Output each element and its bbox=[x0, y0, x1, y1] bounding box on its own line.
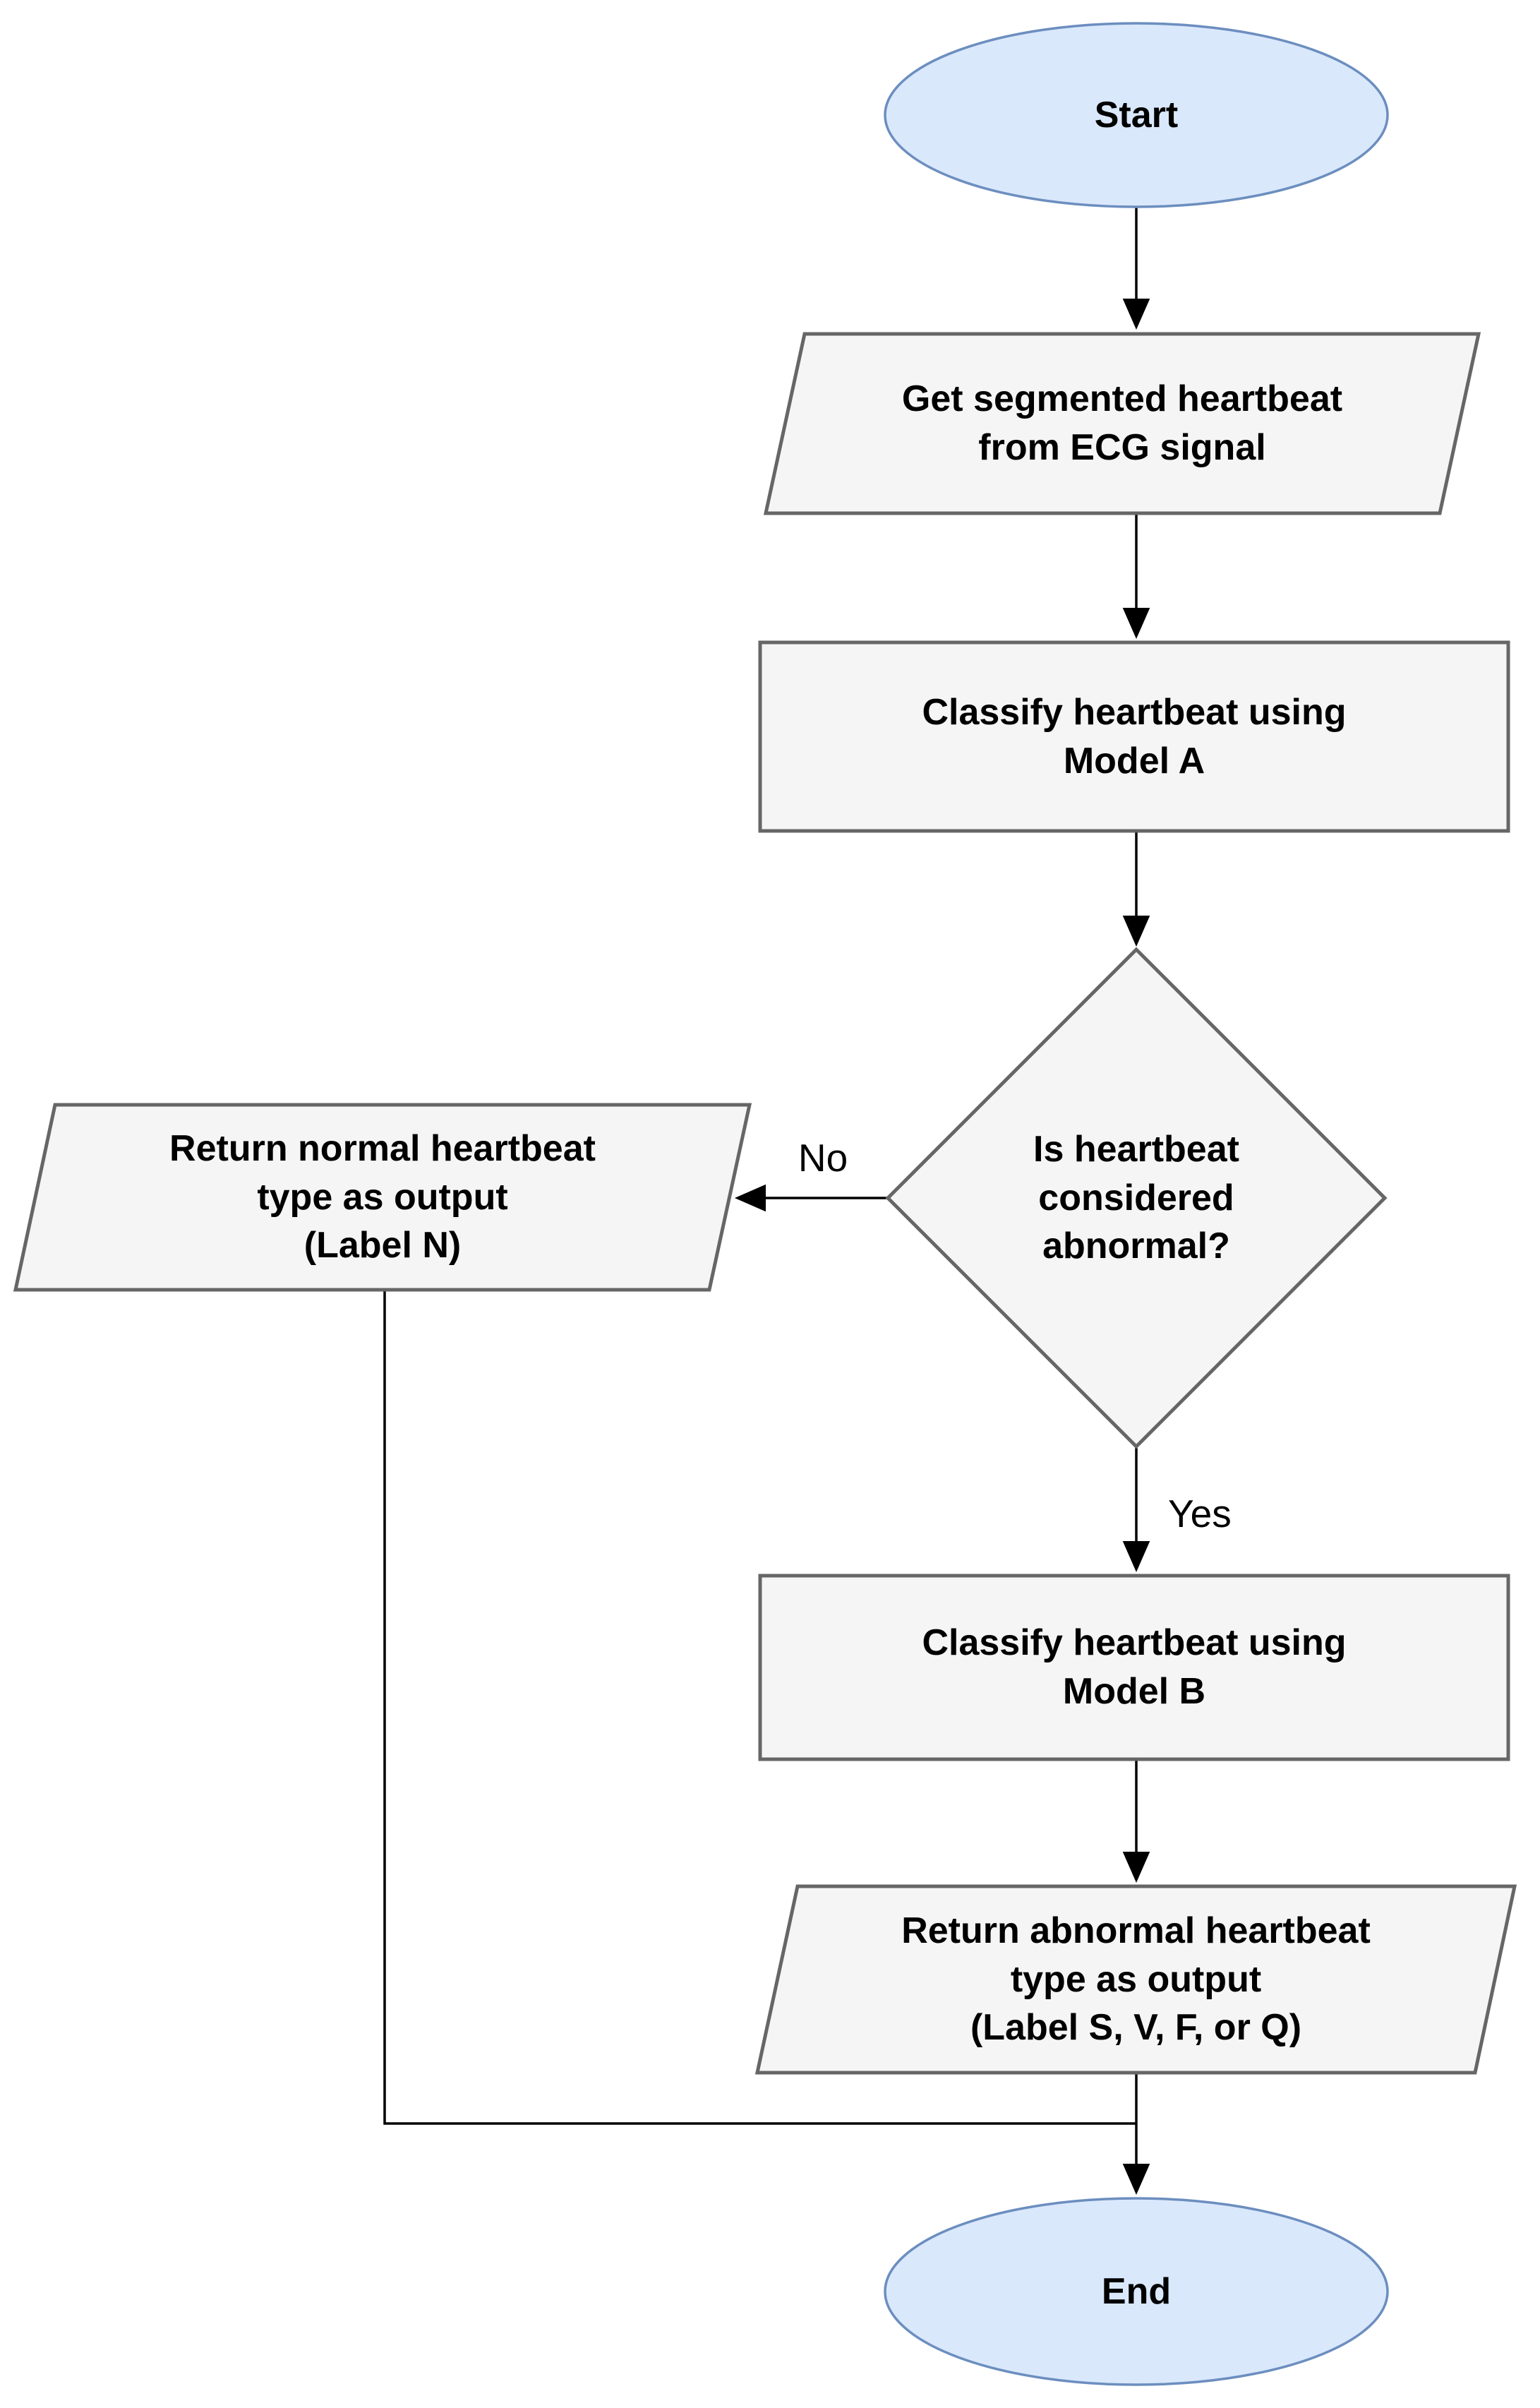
edge-normal-output-merge-line bbox=[383, 1290, 1136, 2125]
get-heartbeat-node-shape bbox=[763, 332, 1481, 515]
start-node-shape bbox=[884, 22, 1389, 208]
end-node-shape bbox=[884, 2197, 1389, 2386]
model-b-node-shape bbox=[758, 1574, 1510, 1761]
decision-node-shape bbox=[885, 947, 1388, 1449]
normal-output-node-shape bbox=[13, 1103, 752, 1292]
model-a-node-shape bbox=[758, 640, 1510, 833]
abnormal-output-node-shape bbox=[754, 1884, 1517, 2075]
